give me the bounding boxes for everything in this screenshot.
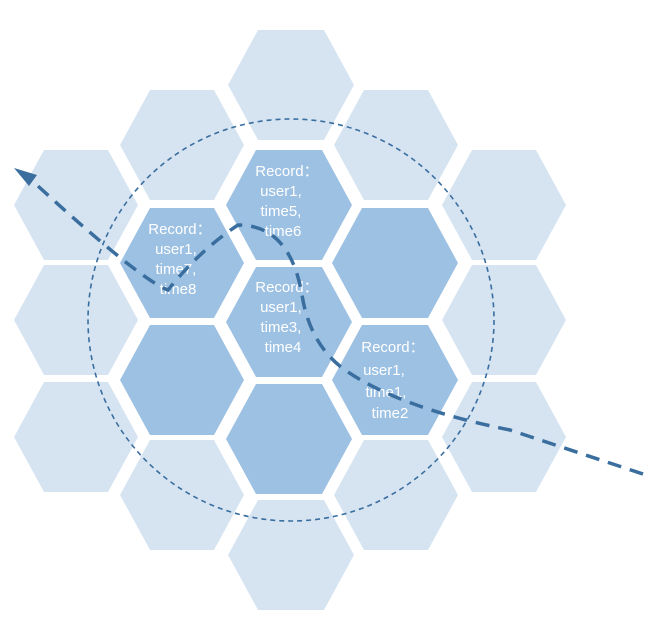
hex-cell-top — [226, 150, 352, 260]
hex-cell — [334, 90, 458, 200]
label-line: Record： — [361, 339, 424, 356]
label-line: user1, — [260, 299, 302, 316]
range-circle — [87, 118, 495, 522]
label-line: Record： — [148, 221, 211, 238]
hex-cell — [442, 150, 566, 260]
label-line: time8 — [160, 281, 197, 298]
hex-cell — [14, 265, 138, 375]
label-line: Record： — [255, 163, 318, 180]
hex-cell — [120, 90, 244, 200]
label-line: user1, — [363, 362, 405, 379]
hex-cell-upper-right — [332, 208, 458, 318]
label-line: time4 — [265, 339, 302, 356]
hex-cell-lower-left — [120, 325, 244, 435]
label-line: Record： — [255, 279, 318, 296]
hex-cell — [334, 440, 458, 550]
hex-cell — [442, 265, 566, 375]
label-line: time7, — [155, 261, 196, 278]
label-line: time5, — [260, 203, 301, 220]
hex-cell — [120, 440, 244, 550]
hex-cell — [228, 30, 354, 140]
label-line: time6 — [265, 223, 302, 240]
hex-cell-center — [226, 267, 352, 377]
record-label-upper-left: Record： user1, time7, time8 — [148, 221, 216, 298]
label-line: user1, — [155, 241, 197, 258]
inner-cells — [120, 150, 458, 494]
hex-cell — [14, 150, 138, 260]
hex-cell-lower-right — [332, 325, 458, 435]
trajectory — [14, 168, 644, 476]
trajectory-path — [25, 174, 644, 476]
label-line: time2 — [372, 405, 409, 422]
hex-cell — [442, 382, 566, 492]
hex-cell-bottom — [226, 384, 352, 494]
label-line: user1, — [260, 183, 302, 200]
hex-cell-upper-left — [120, 208, 244, 318]
hex-cell — [14, 382, 138, 492]
arrowhead-icon — [14, 168, 37, 186]
hex-cell — [228, 500, 354, 610]
record-label-center: Record： user1, time3, time4 — [255, 279, 323, 356]
label-line: time3, — [260, 319, 301, 336]
